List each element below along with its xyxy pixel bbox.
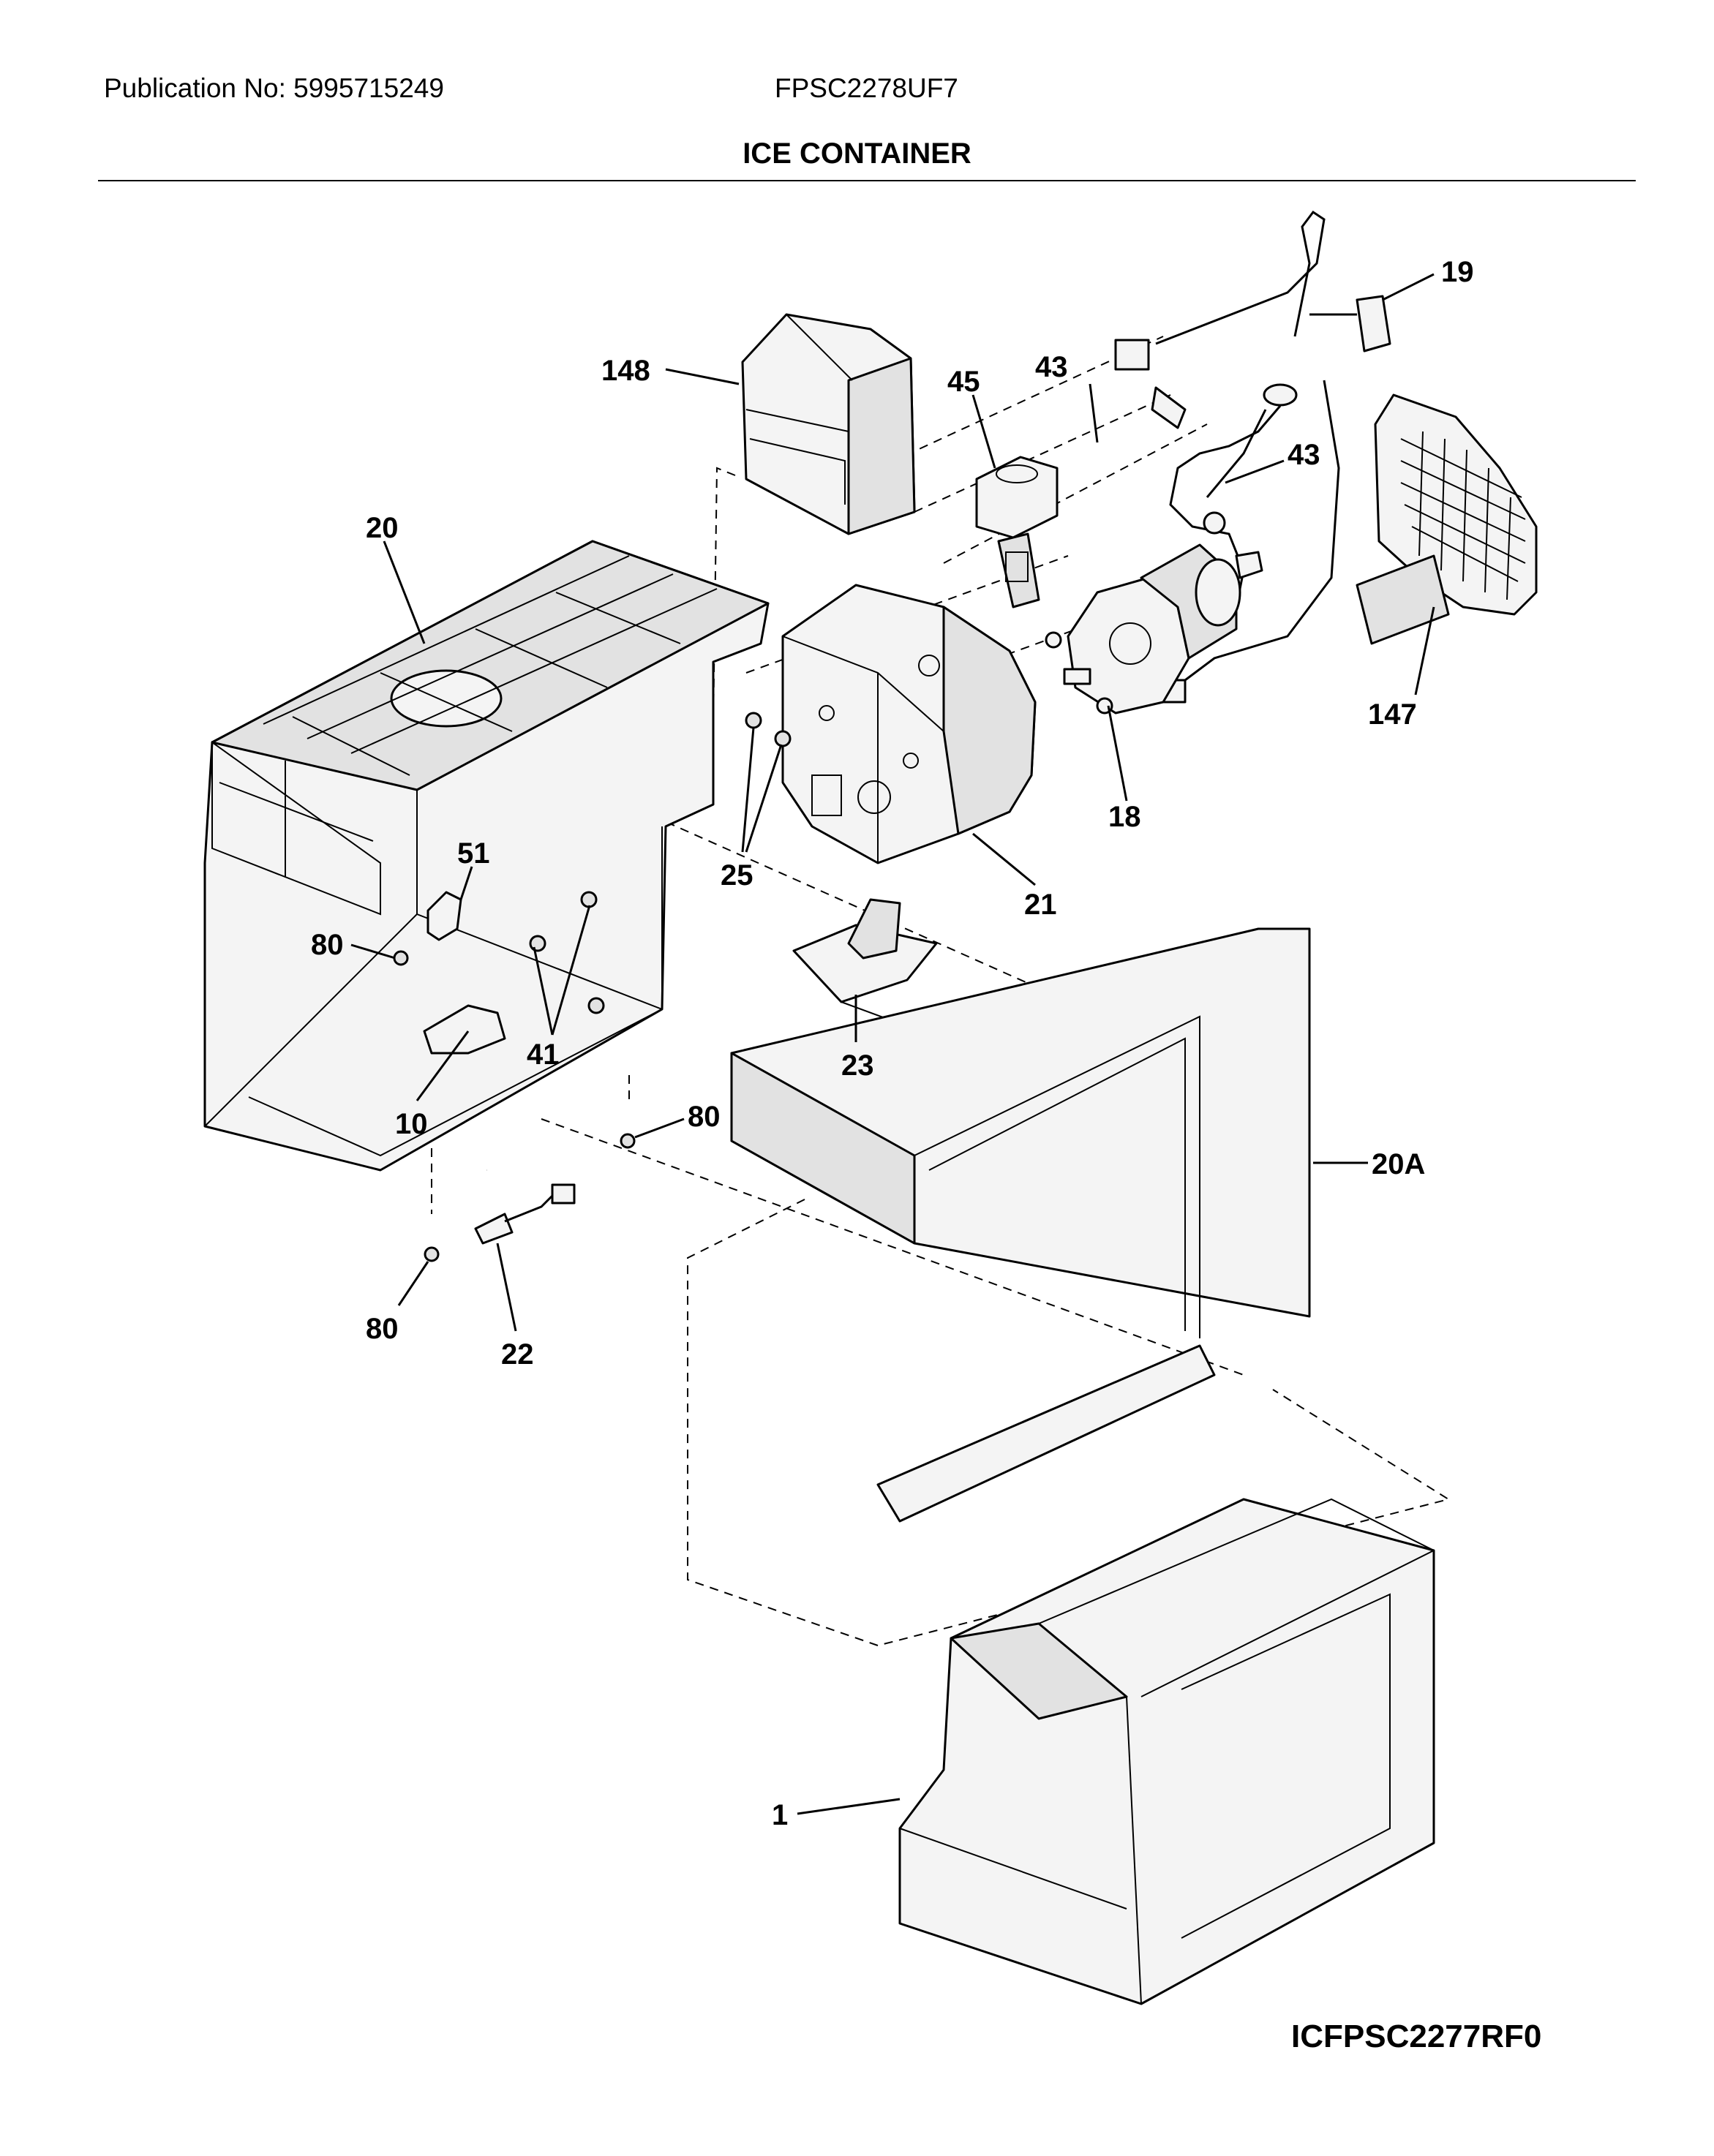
- part-10-flap: [423, 1004, 506, 1055]
- callout-80-left: 80: [311, 929, 344, 961]
- callout-41: 41: [527, 1039, 560, 1071]
- part-21-auger-housing: [781, 584, 1037, 864]
- callout-20: 20: [366, 512, 399, 544]
- part-18-auger-motor: [1045, 543, 1241, 715]
- callout-1: 1: [772, 1799, 788, 1831]
- callout-25: 25: [721, 859, 753, 892]
- part-22-sensor: [474, 1183, 576, 1245]
- page-title: ICE CONTAINER: [743, 137, 971, 170]
- part-23-actuator: [792, 898, 1000, 1063]
- callout-10: 10: [395, 1108, 428, 1140]
- part-148-chute-cover: [741, 313, 916, 535]
- callout-19: 19: [1441, 256, 1474, 288]
- callout-43-top: 43: [1035, 351, 1068, 383]
- part-147-rear-panel: [1356, 393, 1538, 645]
- publication-number: Publication No: 5995715249: [104, 73, 444, 103]
- callout-20A: 20A: [1372, 1148, 1425, 1180]
- callout-45: 45: [947, 366, 980, 398]
- callout-23: 23: [841, 1049, 874, 1082]
- callout-43-mid: 43: [1288, 439, 1320, 471]
- callout-148: 148: [601, 355, 650, 387]
- leader-lines: [350, 273, 1435, 1815]
- part-20A-front-frame: [730, 927, 1311, 1523]
- part-20-housing-frame: [203, 540, 770, 1172]
- callout-80-mid: 80: [688, 1101, 721, 1133]
- callout-80-bottom: 80: [366, 1313, 399, 1345]
- callout-147: 147: [1368, 698, 1417, 731]
- model-number: FPSC2278UF7: [775, 73, 958, 103]
- part-1-ice-bucket: [898, 1498, 1435, 2005]
- callout-22: 22: [501, 1338, 534, 1371]
- callout-labels: 148 45 43 43 19 20 147 25 18 21 51 80 41…: [311, 256, 1474, 1831]
- part-45-solenoid: [975, 456, 1059, 608]
- callout-51: 51: [457, 837, 490, 870]
- callout-21: 21: [1024, 889, 1057, 921]
- part-51-bracket: [426, 891, 462, 941]
- part-41-screws: [529, 891, 605, 1014]
- header-divider: [98, 180, 1636, 181]
- callout-18: 18: [1108, 801, 1141, 833]
- part-19-wire-harness: [1114, 210, 1391, 704]
- diagram-code: ICFPSC2277RF0: [1291, 2019, 1542, 2054]
